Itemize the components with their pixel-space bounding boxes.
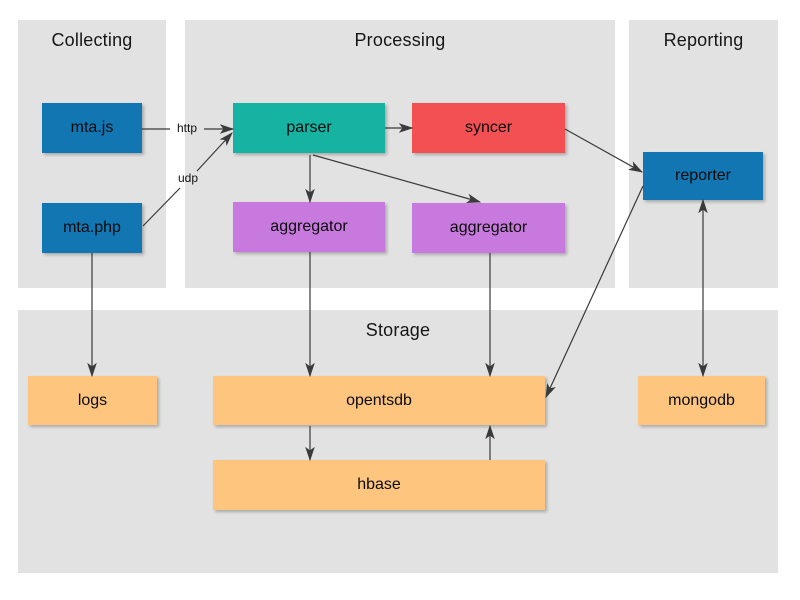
node-aggregator-2: aggregator	[412, 203, 565, 253]
node-reporter-label: reporter	[674, 167, 732, 184]
panel-processing-title: Processing	[354, 30, 446, 50]
panel-reporting-title: Reporting	[663, 30, 744, 50]
node-aggregator-2-label: aggregator	[449, 219, 528, 236]
node-hbase-label: hbase	[357, 476, 401, 493]
node-logs-label: logs	[77, 391, 108, 409]
panel-storage: Storage	[18, 310, 778, 573]
node-mta-js: mta.js	[42, 103, 142, 153]
node-hbase: hbase	[213, 460, 545, 510]
node-logs: logs	[28, 376, 157, 425]
node-aggregator-1-label: aggregator	[270, 218, 348, 235]
node-aggregator-1: aggregator	[233, 202, 385, 252]
node-syncer-label: syncer	[464, 119, 513, 136]
node-mongodb-label: mongodb	[668, 391, 735, 409]
node-mta-js-label: mta.js	[70, 119, 114, 136]
panel-collecting-title: Collecting	[51, 30, 133, 50]
node-mta-php: mta.php	[42, 203, 142, 253]
node-opentsdb-label: opentsdb	[346, 391, 412, 409]
node-reporter: reporter	[643, 152, 763, 200]
node-parser-label: parser	[286, 119, 332, 136]
node-opentsdb: opentsdb	[213, 376, 545, 425]
node-mongodb: mongodb	[638, 376, 765, 425]
panel-storage-title: Storage	[365, 320, 431, 340]
edge-label-http: http	[176, 121, 198, 135]
node-parser: parser	[233, 103, 385, 153]
node-syncer: syncer	[412, 103, 565, 153]
node-mta-php-label: mta.php	[63, 219, 121, 236]
edge-label-udp: udp	[177, 171, 199, 185]
